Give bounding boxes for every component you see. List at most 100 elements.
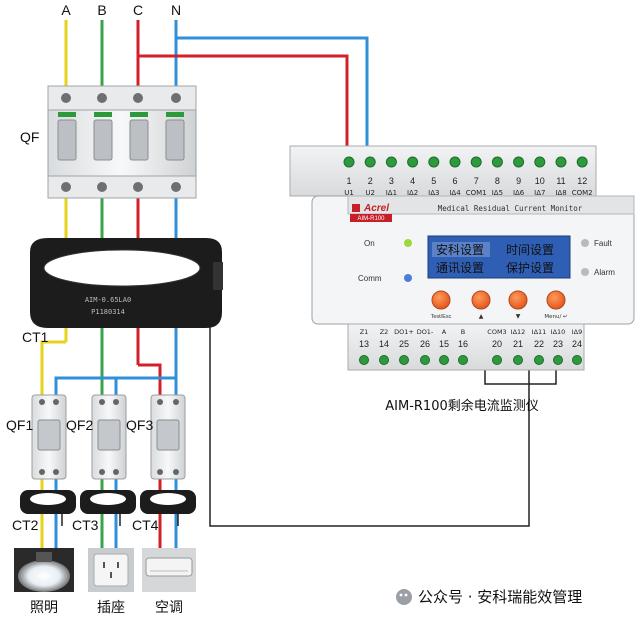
top-terminal-screw <box>343 156 355 168</box>
led-on-indicator <box>404 239 412 247</box>
bottom-terminal-screw <box>379 355 389 365</box>
watermark-text: 公众号 · 安科瑞能效管理 <box>418 588 582 606</box>
top-terminal-label: IΔ4 <box>449 189 461 197</box>
watermark: 公众号 · 安科瑞能效管理 <box>396 588 582 606</box>
branch-ct2 <box>20 490 76 514</box>
top-terminal-number: 4 <box>410 176 415 186</box>
branch-breaker-qf1 <box>31 394 67 480</box>
top-terminal-label: IΔ6 <box>513 189 525 197</box>
down-button[interactable] <box>508 290 528 310</box>
bottom-terminal-number: 26 <box>420 339 430 349</box>
phase-a-branch-feed <box>40 340 66 395</box>
top-terminal-number: 11 <box>556 176 565 186</box>
top-terminal-number: 10 <box>535 176 545 186</box>
bottom-terminal-label: A <box>442 328 447 336</box>
bottom-terminal-number: 15 <box>439 339 449 349</box>
bottom-terminal-label: B <box>461 328 465 336</box>
load-label-lighting: 照明 <box>30 600 58 616</box>
ct1-model-mark: AIM-0.65LA0 <box>85 296 131 304</box>
top-terminal-number: 2 <box>368 176 373 186</box>
bottom-terminal-label: DO1+ <box>394 328 414 336</box>
bottom-terminal-number: 21 <box>513 339 523 349</box>
device-caption: AIM-R100剩余电流监测仪 <box>385 398 538 414</box>
load-label-ac: 空调 <box>155 600 183 616</box>
ct1-serial-mark: P1180314 <box>91 308 125 316</box>
qf3-label: QF3 <box>126 417 153 433</box>
branch-breaker-qf3 <box>150 394 186 480</box>
top-terminal-number: 9 <box>516 176 521 186</box>
lighting-load-image <box>14 548 74 592</box>
lcd-screen <box>427 235 571 279</box>
socket-load-image <box>88 548 134 592</box>
bottom-terminal-screw <box>534 355 544 365</box>
top-terminal-label: IΔ5 <box>492 189 503 197</box>
bottom-terminal-label: DO1- <box>417 328 434 336</box>
bottom-terminal-screw <box>458 355 468 365</box>
ct3-label: CT3 <box>72 517 99 533</box>
phase-labels: A B C N <box>61 2 181 18</box>
led-comm-indicator <box>404 274 412 282</box>
main-breaker-label: QF <box>20 129 39 145</box>
bottom-terminal-screw <box>513 355 523 365</box>
qf2-label: QF2 <box>66 417 93 433</box>
phase-c-voltage-tap <box>138 54 349 150</box>
lcd-item-3: 通讯设置 <box>436 261 484 275</box>
phase-label-c: C <box>133 2 143 18</box>
top-terminal-screw <box>470 156 482 168</box>
menu-enter-button[interactable] <box>546 290 566 310</box>
led-label-on: On <box>364 239 375 248</box>
top-terminal-screw <box>534 156 546 168</box>
bottom-terminal-number: 16 <box>458 339 468 349</box>
top-terminal-label: COM1 <box>466 189 487 197</box>
led-label-fault: Fault <box>594 239 613 248</box>
air-conditioner-load-image <box>142 548 196 592</box>
led-label-comm: Comm <box>358 274 382 283</box>
key-label-test-esc: Test/Esc <box>431 314 452 320</box>
phase-label-b: B <box>97 2 106 18</box>
bottom-terminal-label: IΔ12 <box>511 328 526 336</box>
led-label-alarm: Alarm <box>594 268 615 277</box>
top-terminal-screw <box>428 156 440 168</box>
top-terminal-number: 5 <box>431 176 436 186</box>
main-breaker <box>47 85 197 199</box>
top-terminal-label: IΔ7 <box>534 189 545 197</box>
led-fault-indicator <box>581 239 589 247</box>
lcd-item-4: 保护设置 <box>506 261 554 275</box>
acrel-logo-icon <box>352 204 360 212</box>
top-terminal-screws <box>343 156 588 168</box>
ct1-signal-wire <box>209 322 530 527</box>
load-label-socket: 插座 <box>97 600 125 616</box>
top-terminal-label: IΔ3 <box>428 189 439 197</box>
bottom-terminal-label: COM3 <box>487 328 506 336</box>
wechat-icon <box>396 589 412 605</box>
top-terminal-number: 6 <box>452 176 457 186</box>
branch-ct3 <box>80 490 136 514</box>
key-label-up: ▲ <box>479 313 484 320</box>
device-model-mark: AIM-R100 <box>357 216 385 222</box>
bottom-terminal-label: Z1 <box>360 328 369 336</box>
test-esc-button[interactable] <box>431 290 451 310</box>
up-button[interactable] <box>471 290 491 310</box>
main-current-transformer: AIM-0.65LA0 P1180314 <box>30 238 223 328</box>
bottom-terminal-screw <box>420 355 430 365</box>
top-terminal-number: 1 <box>346 176 351 186</box>
top-terminal-number: 7 <box>474 176 479 186</box>
bottom-terminal-screws <box>359 355 582 365</box>
bottom-terminal-number: 23 <box>553 339 563 349</box>
top-terminal-label: IΔ2 <box>407 189 418 197</box>
bottom-terminal-label: IΔ9 <box>572 328 583 336</box>
bottom-terminal-number: 13 <box>359 339 369 349</box>
bottom-terminal-label: IΔ10 <box>551 328 566 336</box>
bottom-terminal-screw <box>492 355 502 365</box>
key-label-menu: Menu/ ↵ <box>544 314 567 320</box>
ct4-label: CT4 <box>132 517 159 533</box>
ct2-label: CT2 <box>12 517 39 533</box>
top-terminal-number: 12 <box>577 176 587 186</box>
bottom-terminal-label: Z2 <box>380 328 389 336</box>
top-terminal-label: IΔ1 <box>386 189 397 197</box>
bottom-terminal-screw <box>399 355 409 365</box>
bottom-terminal-screw <box>572 355 582 365</box>
